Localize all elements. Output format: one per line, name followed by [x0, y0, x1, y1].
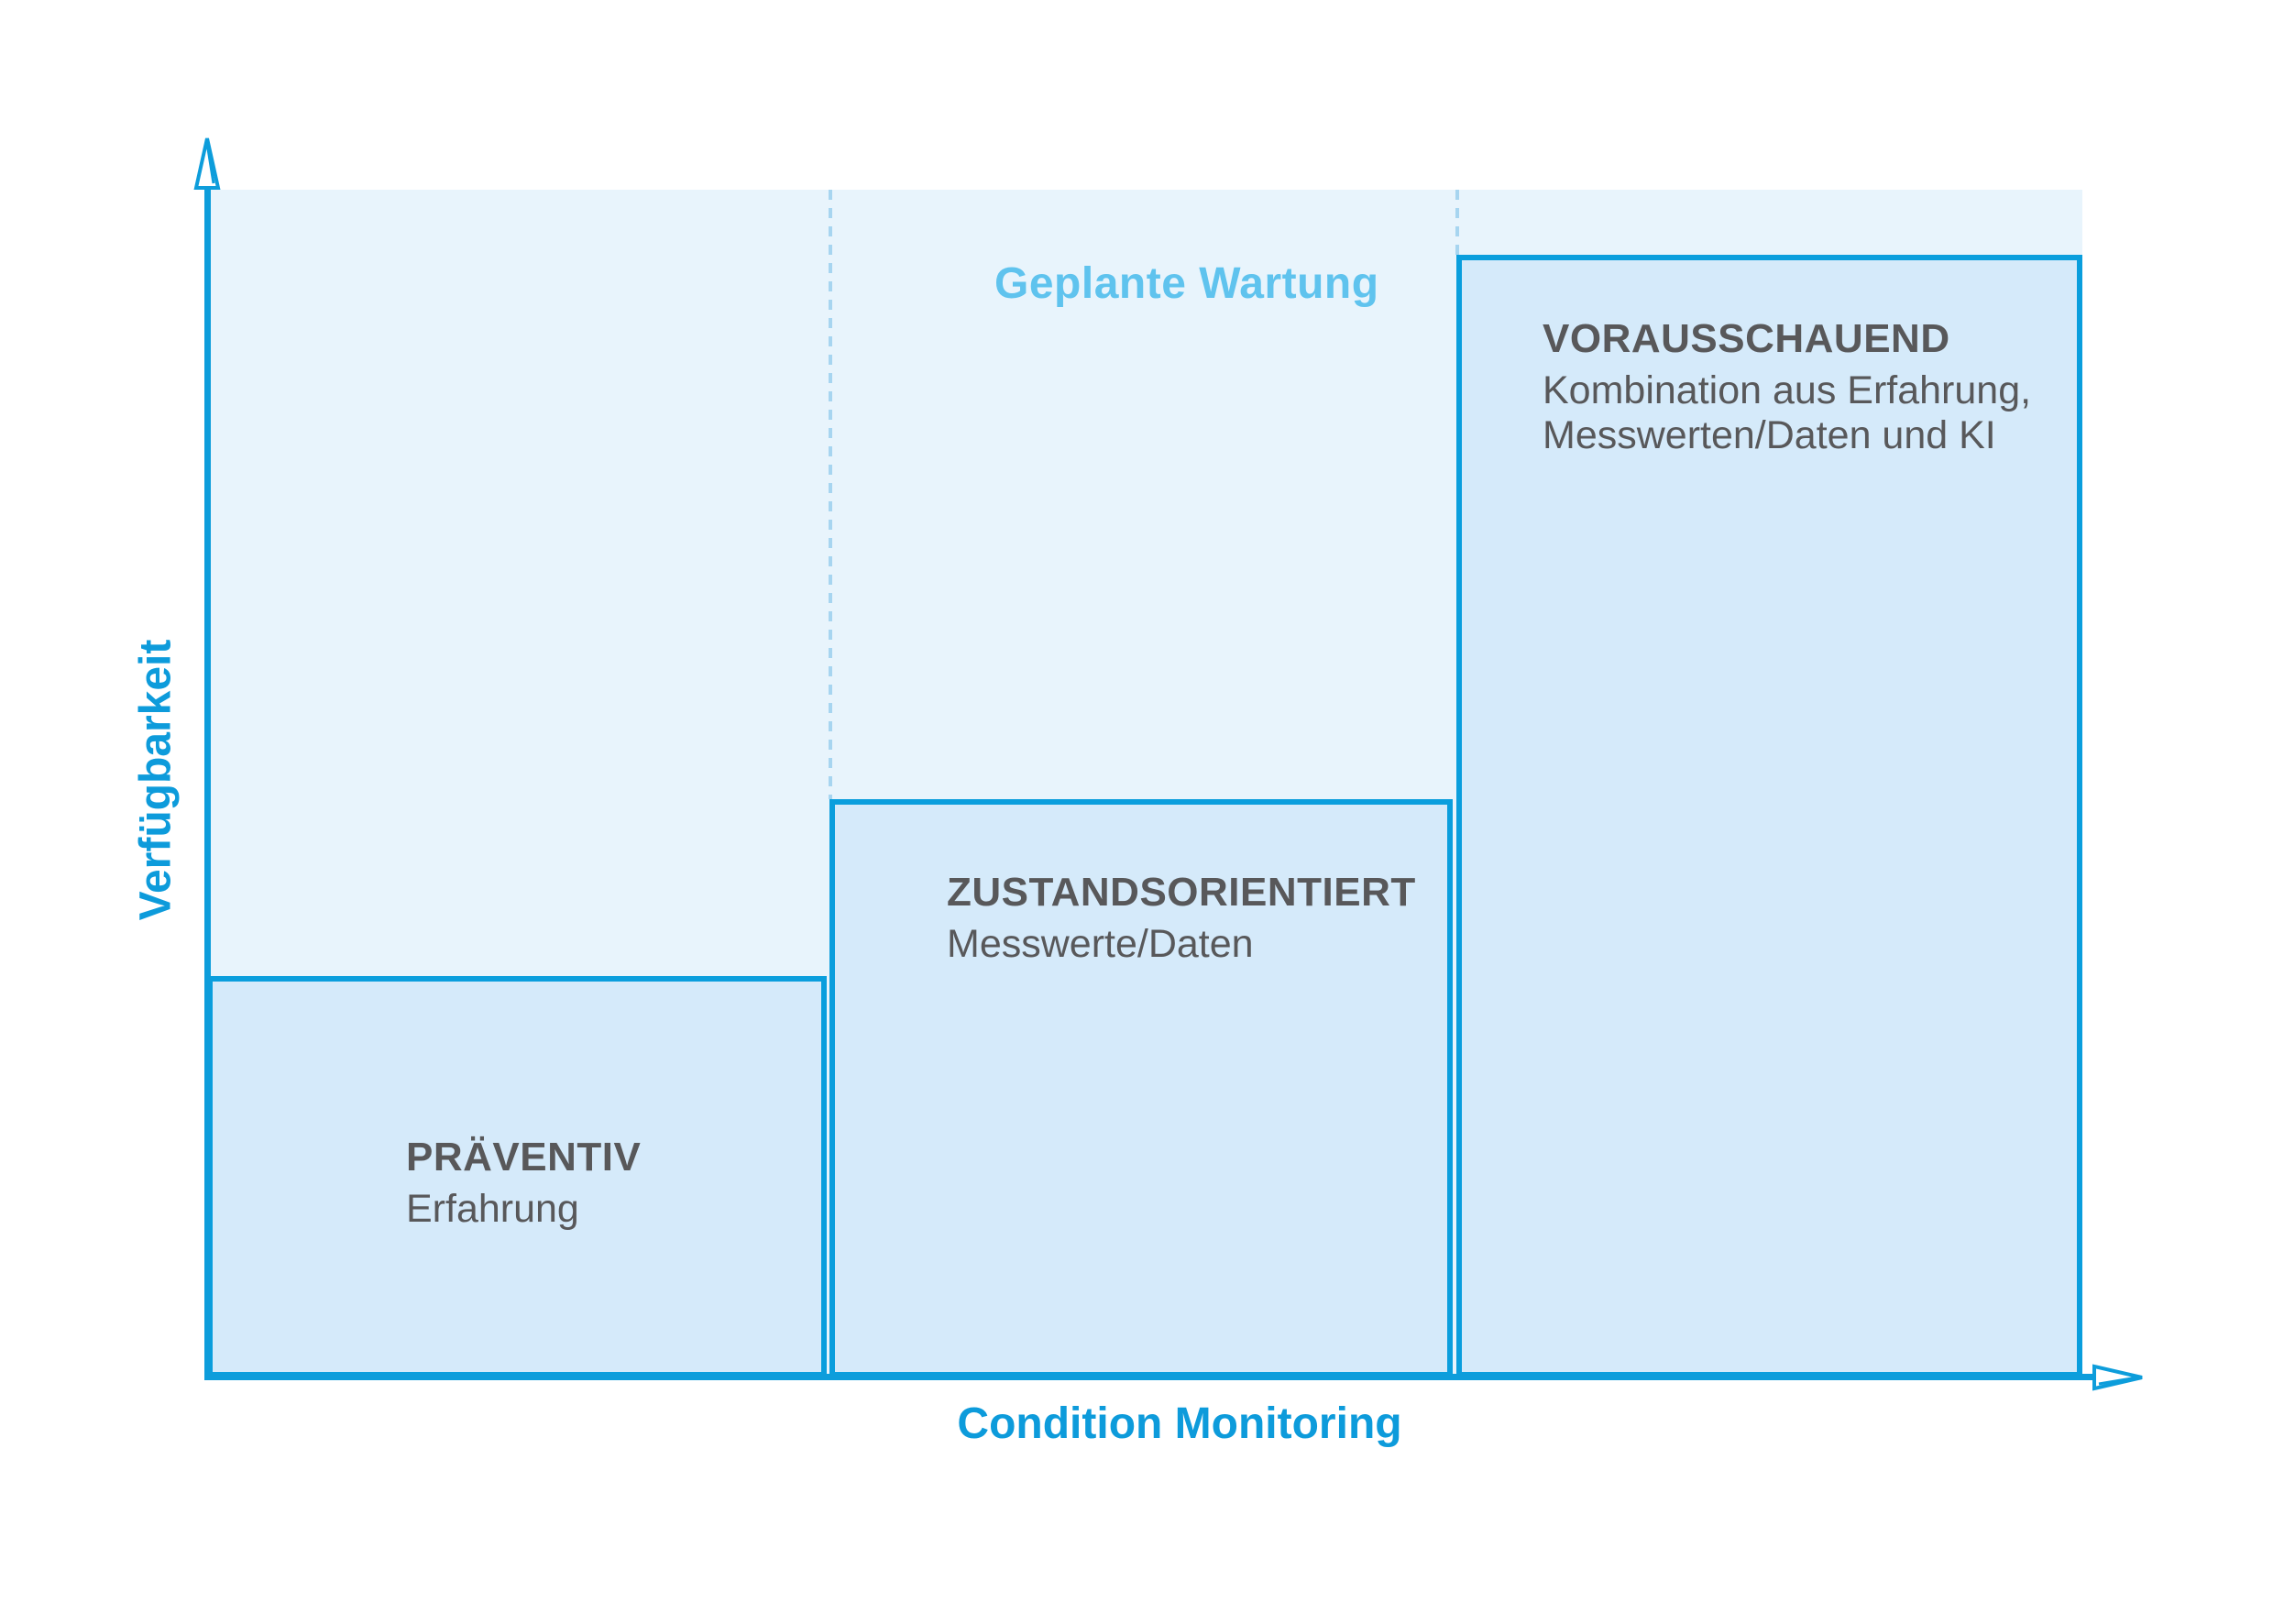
- bar-vorausschauend: VORAUSSCHAUEND Kombination aus Erfahrung…: [1456, 255, 2082, 1377]
- x-axis-arrowhead-icon: [2092, 1364, 2143, 1391]
- bar-zustandsorientiert-subtitle: Messwerte/Daten: [947, 922, 1254, 967]
- bar-vorausschauend-subtitle-line2: Messwerten/Daten und KI: [1543, 412, 1996, 457]
- bar-praeventiv-subtitle: Erfahrung: [406, 1187, 579, 1232]
- x-axis-label: Condition Monitoring: [957, 1399, 1402, 1448]
- bar-zustandsorientiert: ZUSTANDSORIENTIERT Messwerte/Daten: [829, 799, 1453, 1377]
- zone-label: Geplante Wartung: [994, 259, 1379, 308]
- dashed-line-vorausschauend: [1455, 190, 1459, 255]
- bar-zustandsorientiert-title: ZUSTANDSORIENTIERT: [947, 870, 1416, 915]
- bar-praeventiv-text: PRÄVENTIV Erfahrung: [406, 1135, 642, 1232]
- bar-zustandsorientiert-text: ZUSTANDSORIENTIERT Messwerte/Daten: [947, 870, 1416, 967]
- bar-praeventiv: PRÄVENTIV Erfahrung: [207, 976, 827, 1377]
- bar-praeventiv-title: PRÄVENTIV: [406, 1135, 642, 1180]
- x-axis-line: [204, 1374, 2098, 1380]
- dashed-line-zustandsorientiert: [829, 190, 832, 799]
- y-axis-arrowhead-icon: [193, 137, 221, 190]
- bar-vorausschauend-title: VORAUSSCHAUEND: [1543, 316, 1950, 361]
- bar-vorausschauend-text: VORAUSSCHAUEND Kombination aus Erfahrung…: [1543, 316, 2032, 457]
- bar-vorausschauend-subtitle-line1: Kombination aus Erfahrung,: [1543, 368, 2032, 413]
- y-axis-line: [204, 148, 211, 1380]
- y-axis-label: Verfügbarkeit: [131, 639, 181, 921]
